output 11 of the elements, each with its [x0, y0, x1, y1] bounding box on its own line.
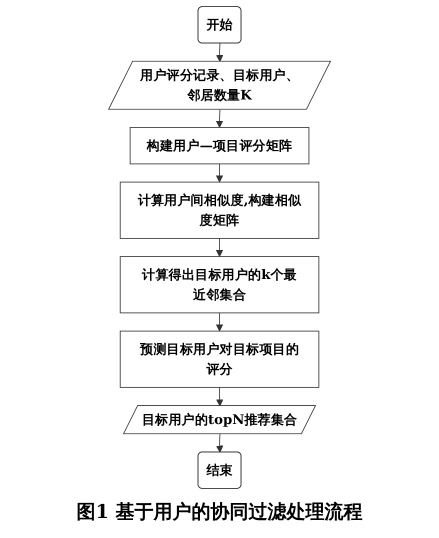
arrow	[216, 386, 224, 406]
node-box: 预测目标用户对目标项目的评分	[120, 330, 320, 388]
arrow	[216, 109, 224, 128]
arrow	[216, 434, 224, 453]
arrow	[216, 312, 224, 332]
figure-caption: 图1 基于用户的协同过滤处理流程	[76, 500, 362, 525]
arrow	[216, 163, 224, 182]
node-box: 计算用户间相似度,构建相似度矩阵	[120, 182, 320, 239]
arrow	[216, 43, 224, 62]
node-box: 计算得出目标用户的k个最近邻集合	[120, 256, 320, 314]
arrow	[216, 238, 224, 257]
